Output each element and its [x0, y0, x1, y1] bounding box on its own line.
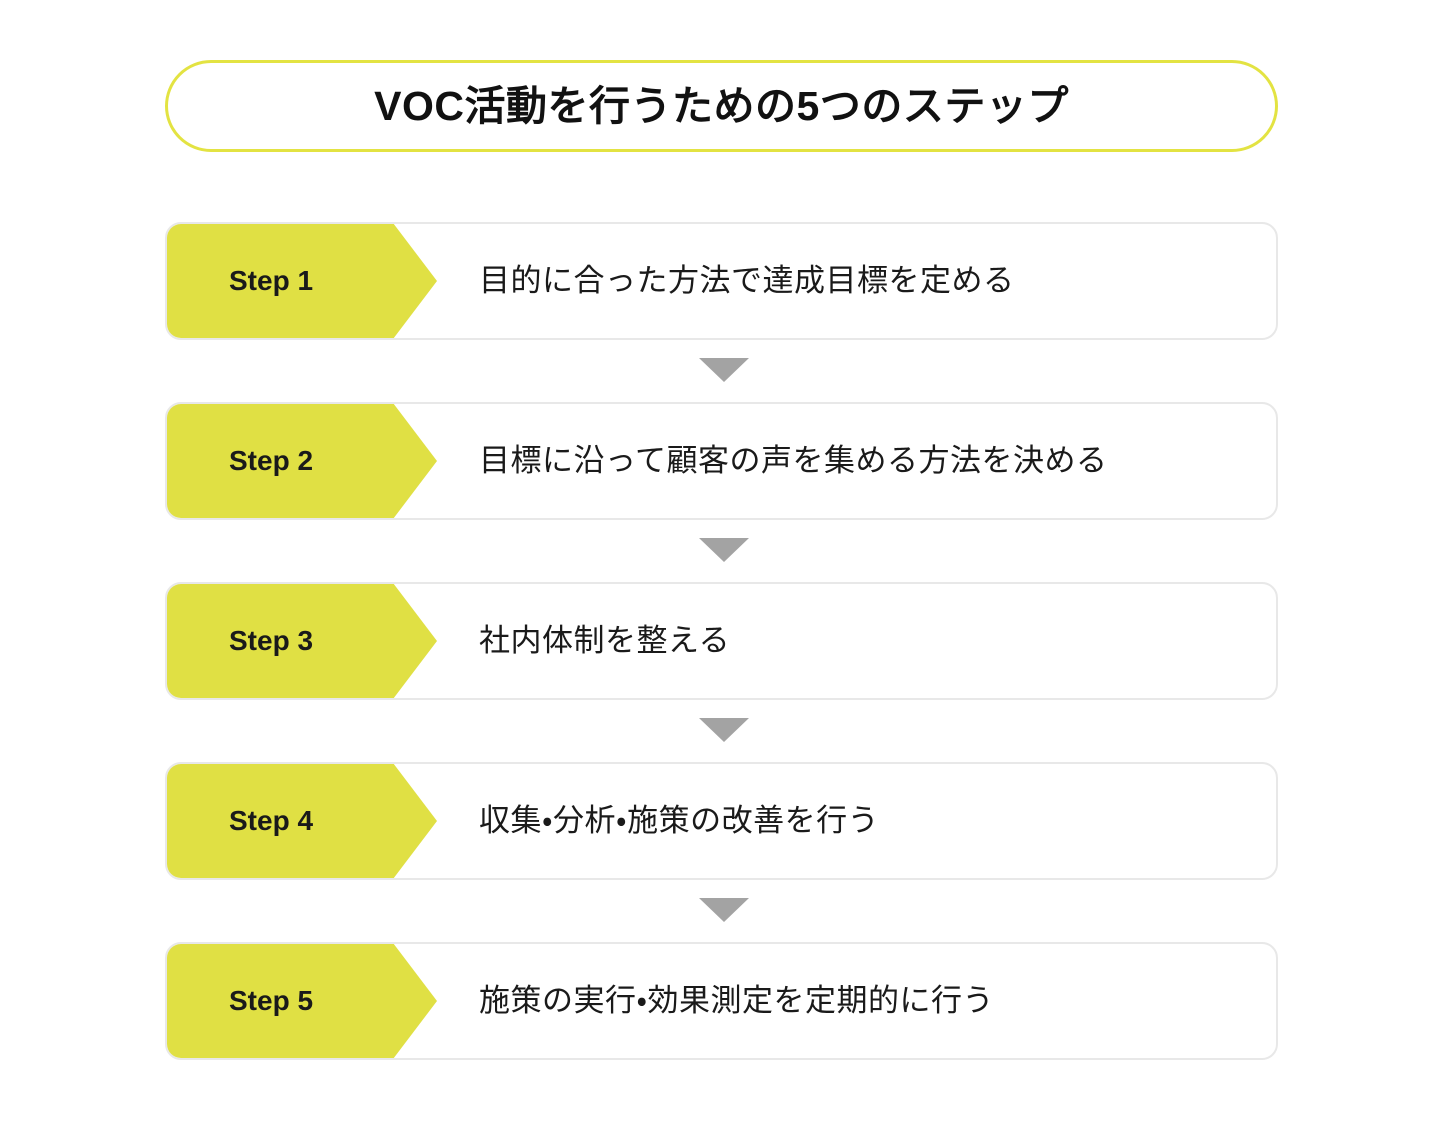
step-badge-chevron: Step 1 [167, 224, 437, 338]
step-row[interactable]: Step 4 収集・分析・施策の改善を行う [165, 762, 1278, 880]
triangle-down-icon [699, 358, 749, 382]
step-connector [165, 340, 1278, 402]
step-badge-label: Step 2 [229, 445, 314, 476]
step-badge-label: Step 1 [229, 265, 314, 296]
step-description: 施策の実行・効果測定を定期的に行う [479, 983, 995, 1019]
step-badge-label: Step 4 [229, 805, 314, 836]
step-badge-label: Step 5 [229, 985, 314, 1016]
step-badge-chevron: Step 4 [167, 764, 437, 878]
step-badge-chevron: Step 3 [167, 584, 437, 698]
step-description: 収集・分析・施策の改善を行う [479, 803, 880, 839]
step-row[interactable]: Step 1 目的に合った方法で達成目標を定める [165, 222, 1278, 340]
diagram-title-pill: VOC活動を行うための5つのステップ [165, 60, 1278, 152]
step-list: Step 1 目的に合った方法で達成目標を定める Step 2 目標に沿って顧客… [165, 222, 1278, 1060]
page-title: VOC活動を行うための5つのステップ [374, 82, 1069, 129]
step-row[interactable]: Step 5 施策の実行・効果測定を定期的に行う [165, 942, 1278, 1060]
step-description: 目標に沿って顧客の声を集める方法を決める [479, 443, 1108, 479]
step-description: 社内体制を整える [479, 623, 731, 659]
triangle-down-icon [699, 718, 749, 742]
triangle-down-icon [699, 538, 749, 562]
step-row[interactable]: Step 3 社内体制を整える [165, 582, 1278, 700]
step-row[interactable]: Step 2 目標に沿って顧客の声を集める方法を決める [165, 402, 1278, 520]
step-badge-chevron: Step 2 [167, 404, 437, 518]
step-connector [165, 700, 1278, 762]
step-badge-label: Step 3 [229, 625, 314, 656]
step-badge-chevron: Step 5 [167, 944, 437, 1058]
step-description: 目的に合った方法で達成目標を定める [479, 263, 1015, 299]
triangle-down-icon [699, 898, 749, 922]
step-connector [165, 880, 1278, 942]
step-connector [165, 520, 1278, 582]
